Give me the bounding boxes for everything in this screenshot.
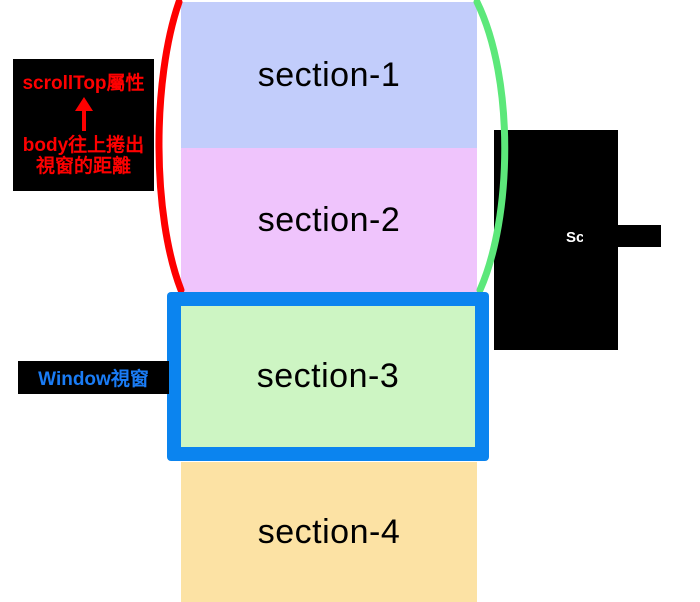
scrolltop-title: scrollTop屬性	[22, 72, 145, 94]
section-1-label: section-1	[257, 55, 401, 94]
scrollheight-annotation-label: Sc	[566, 229, 585, 246]
scrolltop-annotation-panel: scrollTop屬性 body往上捲出 視窗的距離	[13, 59, 154, 191]
section-3-label: section-3	[256, 357, 400, 395]
section-2-label: section-2	[257, 200, 401, 239]
section-4-label: section-4	[257, 512, 401, 551]
scrolltop-span-curve	[155, 0, 185, 294]
up-arrow-icon	[74, 96, 93, 131]
section-block-3: section-3	[181, 306, 475, 447]
window-annotation-label: Window視窗	[38, 369, 149, 390]
scrollheight-label-redaction-bar	[583, 225, 661, 247]
scrolltop-description-line-2: 視窗的距離	[35, 156, 131, 178]
window-annotation-panel: Window視窗	[18, 361, 169, 394]
scrolltop-description-line-1: body往上捲出	[22, 134, 145, 156]
section-block-4: section-4	[181, 462, 477, 602]
section-block-2: section-2	[181, 148, 477, 292]
window-viewport-frame: section-3	[167, 292, 489, 461]
section-block-1: section-1	[181, 2, 477, 148]
